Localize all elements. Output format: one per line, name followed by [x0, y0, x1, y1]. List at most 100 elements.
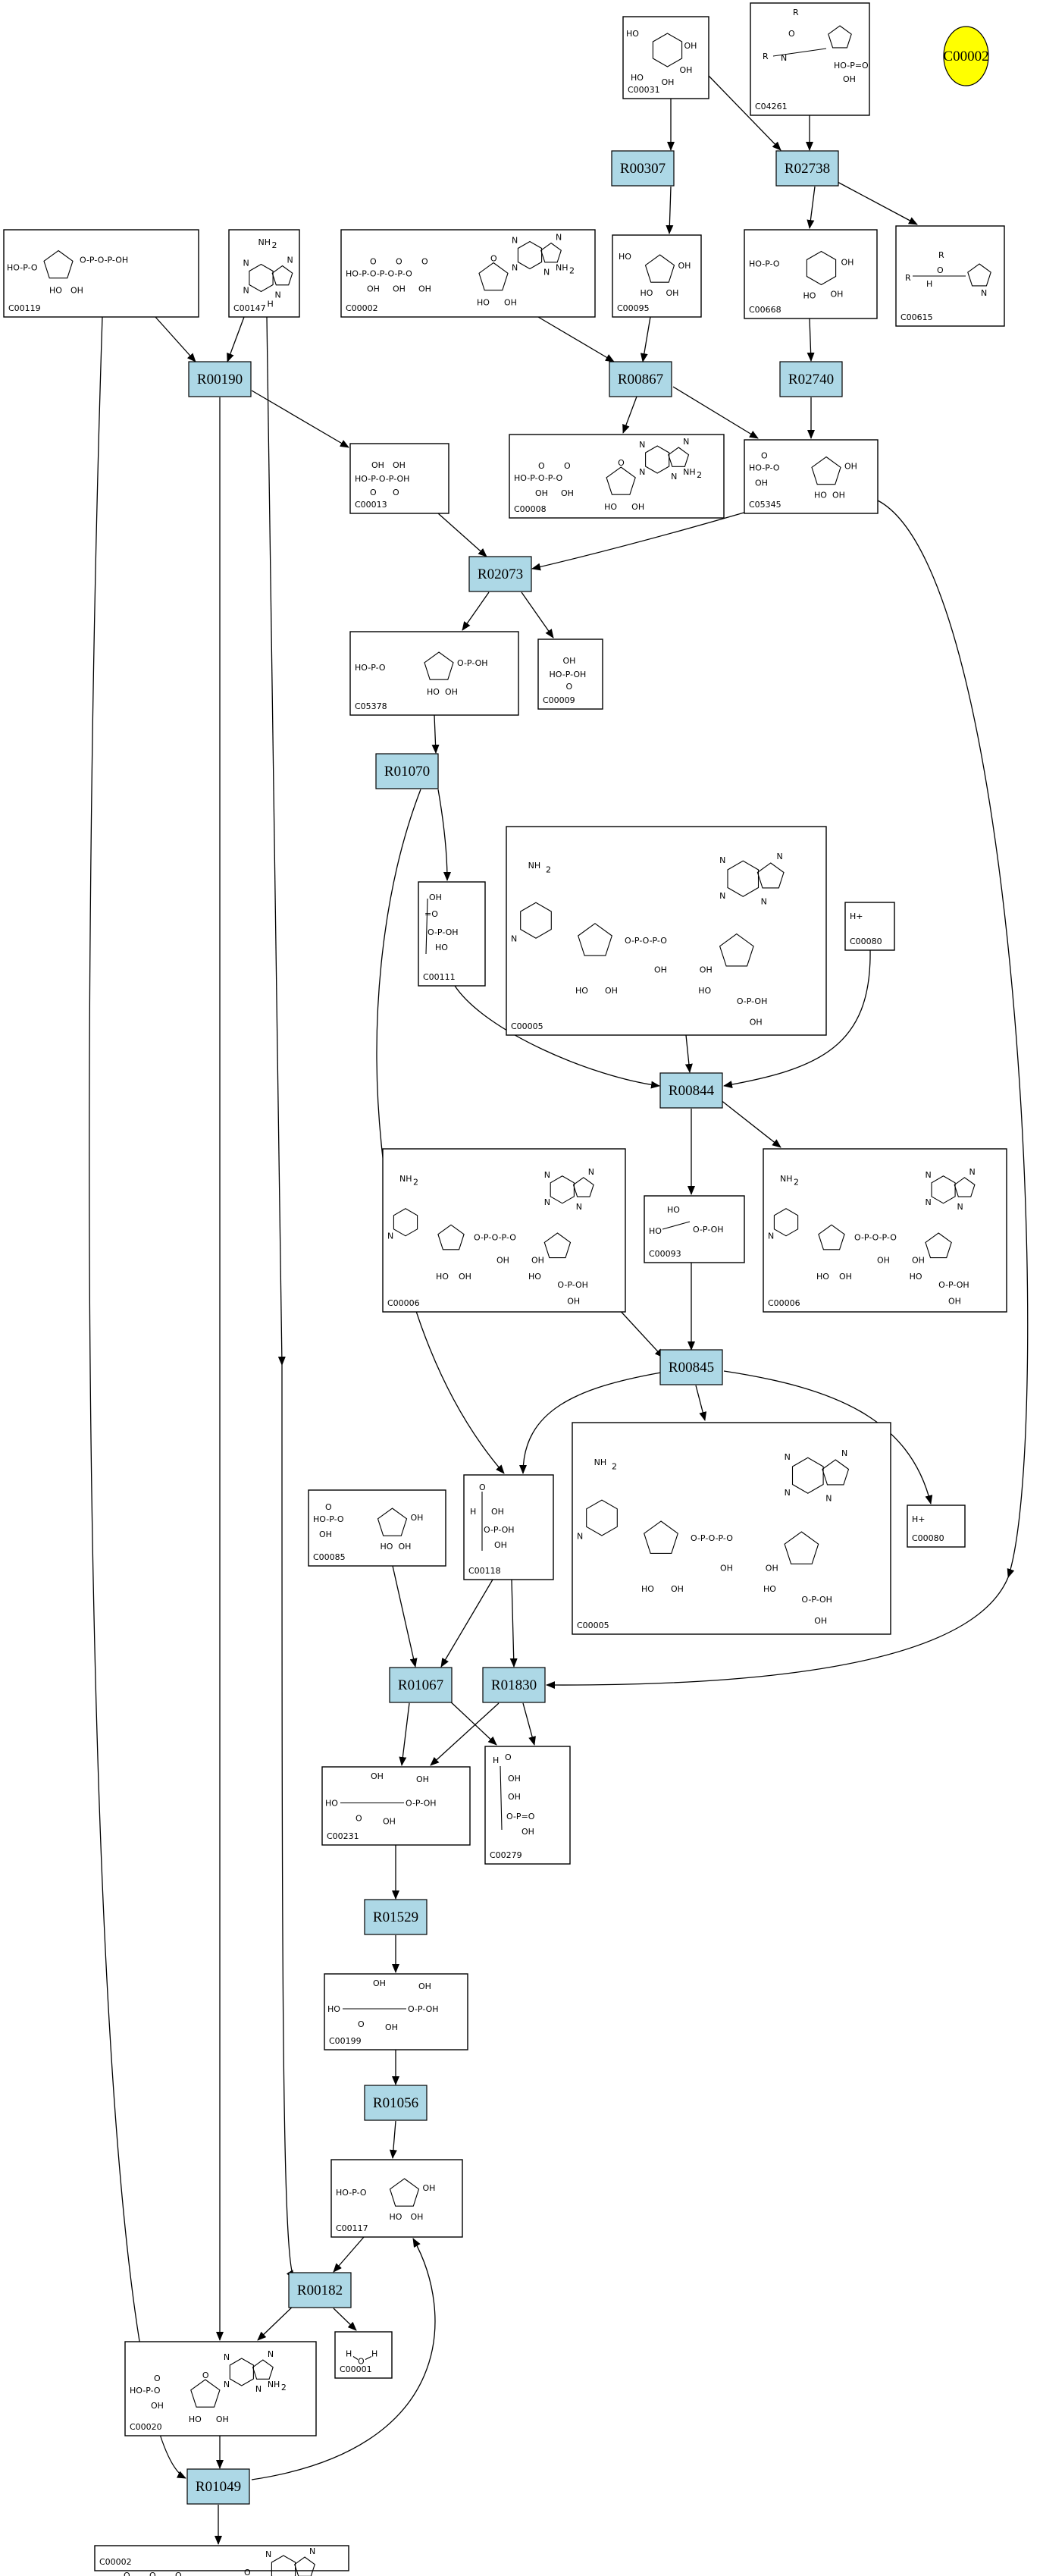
compound-box[interactable] — [334, 2331, 393, 2379]
edge-c00085-r01067 — [392, 1565, 418, 1668]
atom-label: NH — [399, 1174, 412, 1184]
compound-box[interactable] — [844, 902, 895, 951]
reaction-r02073[interactable]: R02073 — [468, 556, 532, 592]
reaction-r00867[interactable]: R00867 — [609, 361, 672, 397]
compound-box[interactable] — [644, 1195, 745, 1263]
reaction-r01830[interactable]: R01830 — [482, 1667, 546, 1703]
reaction-box[interactable] — [364, 2085, 428, 2121]
compound-box[interactable] — [506, 826, 827, 1036]
compound-box[interactable] — [509, 434, 725, 519]
compound-box[interactable] — [622, 16, 709, 99]
compound-box[interactable] — [124, 2341, 317, 2436]
compound-box[interactable] — [3, 229, 199, 318]
reaction-r02740[interactable]: R02740 — [779, 361, 843, 397]
reaction-r00845[interactable]: R00845 — [659, 1349, 723, 1385]
reaction-r01067[interactable]: R01067 — [389, 1667, 453, 1703]
reaction-box[interactable] — [188, 361, 252, 397]
reaction-r00190[interactable]: R00190 — [188, 361, 252, 397]
atom-label: OH — [666, 288, 679, 298]
highlight-compound[interactable]: C00002 — [943, 26, 989, 86]
compound-label: C00006 — [387, 1298, 420, 1308]
compound-box[interactable] — [484, 1746, 571, 1865]
compound-box[interactable] — [537, 639, 603, 710]
reaction-box[interactable] — [482, 1667, 546, 1703]
compound-box[interactable] — [572, 1422, 891, 1635]
compound-box[interactable] — [324, 1973, 468, 2050]
reaction-r01070[interactable]: R01070 — [375, 753, 439, 789]
reaction-box[interactable] — [364, 1899, 428, 1935]
atom-label: N — [224, 2380, 230, 2389]
reaction-r02738[interactable]: R02738 — [775, 150, 839, 187]
reaction-r01049[interactable]: R01049 — [186, 2468, 250, 2505]
compound-box[interactable] — [382, 1148, 626, 1313]
compound-c00002b[interactable]: HO-P-O-P-O-P-OOOHOOHOOHOHOOHNNNNNH2C0000… — [94, 2545, 349, 2576]
reaction-box[interactable] — [659, 1349, 723, 1385]
reaction-box[interactable] — [468, 556, 532, 592]
reaction-box[interactable] — [389, 1667, 453, 1703]
compound-box[interactable] — [750, 2, 870, 116]
compound-box[interactable] — [308, 1489, 446, 1567]
compound-box[interactable] — [330, 2159, 463, 2238]
reaction-box[interactable] — [609, 361, 672, 397]
reaction-r00182[interactable]: R00182 — [288, 2272, 352, 2308]
compound-box[interactable] — [744, 229, 878, 319]
compound-box[interactable] — [349, 443, 449, 514]
compound-box[interactable] — [228, 229, 300, 318]
reaction-box[interactable] — [288, 2272, 352, 2308]
reaction-box[interactable] — [659, 1072, 723, 1109]
reaction-box[interactable] — [375, 753, 439, 789]
reaction-r01056[interactable]: R01056 — [364, 2085, 428, 2121]
highlight-ellipse[interactable] — [943, 26, 989, 86]
bond — [352, 2356, 372, 2360]
reaction-box[interactable] — [775, 150, 839, 187]
compound-box[interactable] — [418, 881, 486, 987]
compound-box[interactable] — [612, 234, 702, 318]
compound-box[interactable] — [463, 1474, 554, 1580]
reaction-box[interactable] — [779, 361, 843, 397]
reaction-r00844[interactable]: R00844 — [659, 1072, 723, 1109]
compound-c00080a[interactable]: H+C00080 — [844, 902, 895, 951]
reaction-r01529[interactable]: R01529 — [364, 1899, 428, 1935]
compound-box[interactable] — [907, 1504, 966, 1548]
edge-c05345-r01830 — [877, 500, 1029, 1578]
reaction-box[interactable] — [186, 2468, 250, 2505]
compound-box[interactable] — [321, 1766, 471, 1846]
compound-box[interactable] — [763, 1148, 1007, 1313]
reaction-r00307[interactable]: R00307 — [611, 150, 675, 187]
atom-label: OH — [678, 261, 691, 271]
compound-box[interactable] — [744, 439, 879, 514]
compound-c00080b[interactable]: H+C00080 — [907, 1504, 966, 1548]
compound-box[interactable] — [349, 631, 519, 716]
reaction-box[interactable] — [611, 150, 675, 187]
